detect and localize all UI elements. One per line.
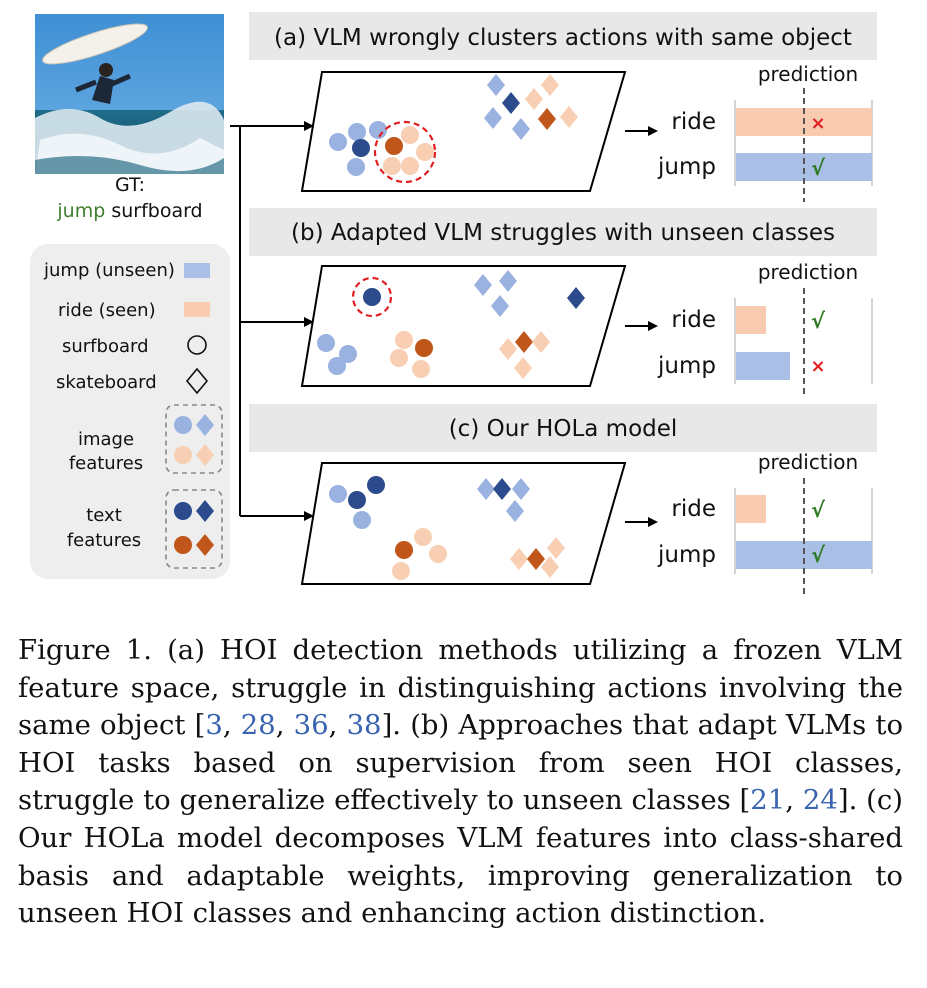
panel-a: (a) VLM wrongly clusters actions with sa…: [249, 12, 877, 202]
legend-jump-label: jump (unseen): [43, 260, 175, 281]
panel-c-jump-label: jump: [657, 542, 716, 568]
caption-ref-link[interactable]: 28: [240, 709, 276, 742]
diamond-shape-icon: [185, 367, 209, 395]
caption-separator: ,: [328, 709, 347, 742]
panel-a-title-bar: [249, 12, 877, 60]
legend-image-features-line2: features: [69, 453, 143, 474]
legend-ride-swatch: [184, 302, 210, 317]
panel-a-points: [329, 74, 578, 184]
panel-a-feature-space: [300, 71, 627, 192]
figure-caption: Figure 1. (a) HOI detection methods util…: [18, 632, 903, 933]
panel-b-jump-label: jump: [657, 353, 716, 379]
panel-a-jump-mark: √: [811, 156, 826, 180]
panel-c-feature-space: [300, 462, 627, 585]
caption-ref-link[interactable]: 3: [205, 709, 223, 742]
figure-1-diagram: GT: jump surfboard jump (unseen) ride (s…: [30, 12, 877, 596]
caption-ref-link[interactable]: 21: [750, 784, 786, 817]
panel-b-jump-bar: [736, 352, 790, 380]
caption-separator: ,: [275, 709, 294, 742]
panel-c-jump-mark: √: [811, 543, 826, 567]
gt-action: jump: [56, 200, 105, 222]
panel-b-ride-bar: [736, 306, 766, 334]
caption-ref-link[interactable]: 36: [293, 709, 329, 742]
panel-a-ride-mark: ×: [810, 113, 825, 134]
panel-b-ride-mark: √: [811, 309, 826, 333]
panel-c-ride-mark: √: [811, 498, 826, 522]
panel-b-prediction-label: prediction: [758, 260, 858, 284]
panel-a-jump-label: jump: [657, 154, 716, 180]
caption-text-1: Figure 1. (a) HOI detection methods util…: [18, 634, 903, 742]
panel-a-ride-label: ride: [671, 109, 716, 135]
caption-ref-link[interactable]: 24: [802, 784, 838, 817]
panel-c-ride-bar: [736, 495, 766, 523]
legend-jump-swatch: [184, 263, 210, 278]
panel-a-title: (a) VLM wrongly clusters actions with sa…: [274, 25, 852, 51]
legend-text-features-line2: features: [67, 530, 141, 551]
legend-skateboard-label: skateboard: [56, 372, 157, 393]
panel-a-prediction-label: prediction: [758, 62, 858, 86]
panel-c-prediction-label: prediction: [758, 450, 858, 474]
panel-b-points: [317, 270, 585, 379]
panel-b-title-bar: [249, 208, 877, 256]
circle-shape-icon: [187, 335, 207, 355]
legend: jump (unseen) ride (seen) surfboard skat…: [30, 244, 230, 579]
caption-text-2: ]. (b) Approaches that adapt VLMs to HOI…: [18, 709, 904, 817]
panel-b-jump-mark: ×: [810, 356, 825, 377]
panel-b-title: (b) Adapted VLM struggles with unseen cl…: [291, 220, 835, 246]
panel-b-ride-label: ride: [671, 307, 716, 333]
gt-caption: jump surfboard: [56, 200, 202, 222]
caption-separator: ,: [785, 784, 803, 817]
gt-label: GT:: [115, 174, 145, 196]
legend-image-features-line1: image: [78, 429, 134, 450]
panel-c-title: (c) Our HOLa model: [449, 416, 678, 442]
panel-c-jump-bar: [736, 541, 872, 569]
caption-text-3: ]. (c) Our HOLa model decomposes VLM fea…: [18, 784, 903, 930]
gt-object: surfboard: [111, 200, 202, 222]
panel-c-points: [329, 476, 565, 580]
panel-a-jump-bar: [736, 153, 872, 181]
caption-ref-link[interactable]: 38: [346, 709, 382, 742]
panel-c: (c) Our HOLa model prediction ride jump: [249, 404, 877, 596]
caption-separator: ,: [222, 709, 241, 742]
panel-b-feature-space: [300, 265, 627, 387]
legend-text-features-line1: text: [86, 505, 122, 526]
surfer-photo: [35, 14, 224, 174]
legend-ride-label: ride (seen): [58, 300, 156, 321]
connector-arrows: [230, 121, 314, 521]
panel-c-ride-label: ride: [671, 496, 716, 522]
legend-surfboard-label: surfboard: [62, 336, 149, 357]
panel-c-title-bar: [249, 404, 877, 452]
panel-b: (b) Adapted VLM struggles with unseen cl…: [249, 208, 877, 398]
